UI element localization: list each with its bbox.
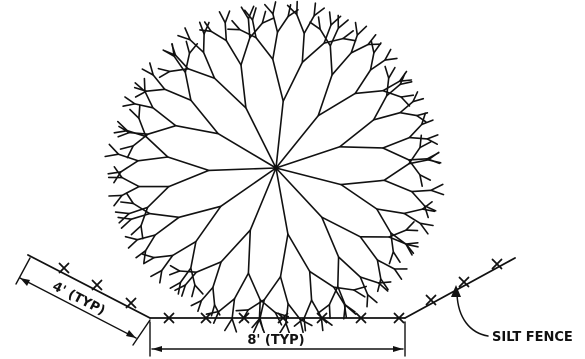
tree-limb	[117, 40, 277, 169]
tree-plan-symbol	[104, 0, 445, 337]
fence-left-segment	[27, 254, 151, 319]
silt-fence	[27, 254, 516, 324]
dimension-label-bg	[238, 333, 314, 347]
fence-post-x-mark	[58, 262, 70, 274]
fence-post-x-mark	[316, 312, 328, 324]
tree-limb	[227, 0, 357, 169]
arrow-head-left	[152, 346, 162, 352]
fence-post-x-mark	[125, 297, 137, 309]
fence-right-segment	[404, 257, 516, 319]
fence-post-x-mark	[163, 312, 175, 324]
fence-post-x-mark	[91, 279, 103, 291]
dimension-line-4ft	[19, 277, 137, 339]
fence-post-x-mark	[200, 312, 212, 324]
dimension-label-8ft: 8' (TYP)	[247, 333, 304, 348]
extension-line-upper	[15, 257, 31, 285]
fence-posts	[58, 258, 503, 324]
leader-line	[456, 293, 489, 337]
fence-post-x-mark	[355, 312, 367, 324]
fence-post-x-mark	[277, 312, 289, 324]
tree-limb	[169, 167, 290, 334]
fence-post-x-mark	[491, 258, 503, 270]
dimension-8ft: 8' (TYP)	[149, 321, 406, 357]
callout-label-silt-fence: SILT FENCE	[492, 330, 573, 345]
tree-limb	[275, 14, 415, 169]
arrow-head-right	[393, 346, 403, 352]
fence-post-x-mark	[425, 294, 437, 306]
tree-limb	[275, 167, 419, 320]
dimension-label-4ft: 4' (TYP)	[50, 279, 108, 319]
tree-limb	[275, 65, 441, 187]
fence-post-x-mark	[393, 312, 405, 324]
leader-arrow-head	[451, 285, 461, 297]
arrow-head-upper	[20, 278, 30, 286]
tree-limb	[157, 5, 277, 169]
arrow-head-lower	[126, 330, 136, 338]
tree-limb	[235, 167, 368, 337]
fence-post-x-mark	[238, 312, 250, 324]
tree-limb	[275, 134, 445, 265]
extension-line-lower	[132, 319, 151, 346]
dimension-4ft-label-bg	[42, 273, 117, 322]
silt-fence-callout: SILT FENCE	[451, 285, 573, 345]
fence-post-x-mark	[458, 276, 470, 288]
